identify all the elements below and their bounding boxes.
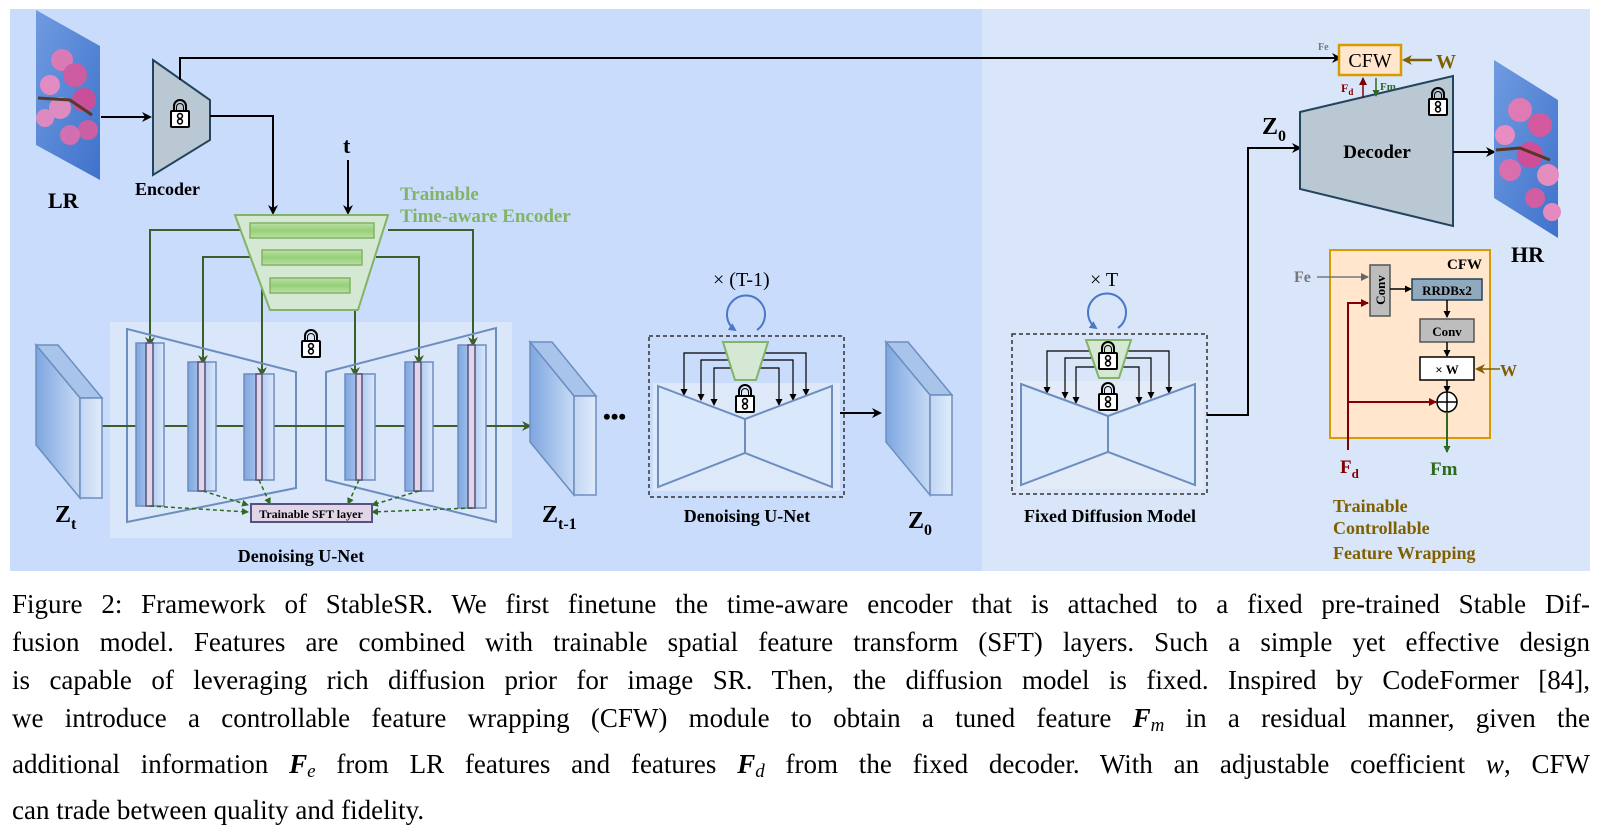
cfw-fm-label: Fm [1380,81,1396,93]
loop-arrow-icon-2 [1087,292,1127,330]
z0-label: Z0 [908,508,932,539]
cfw-caption-line3: Feature Wrapping [1333,543,1476,563]
lr-image [36,10,100,180]
denoising-unet-label: Denoising U-Net [238,546,365,566]
denoising-unet-2-dashed-frame [648,335,845,498]
sft-layer-label: Trainable SFT layer [259,507,363,521]
cfw-caption-line1: Trainable [1333,496,1408,516]
caption-text: from the fixed decoder. With an adjustab… [764,749,1486,779]
fixed-diffusion-label: Fixed Diffusion Model [1024,506,1196,526]
caption-line-6: can trade between quality and fidelity. [12,795,425,825]
loop-arrow-icon [726,294,766,332]
math-f: F [289,749,308,779]
zt-minus-1-label: Zt-1 [542,502,577,533]
zt-label: Zt [55,502,77,533]
loop-t-minus-1-label: × (T-1) [713,269,770,291]
caption-line-3: is capable of leveraging rich diffusion … [12,665,1590,695]
caption-line-5: additional information Fe from LR featur… [12,745,1590,791]
trainable-encoder-label-line2: Time-aware Encoder [400,206,571,227]
sft-layer-box [250,503,373,523]
cfw-times-w-label: × W [1435,362,1458,377]
cfw-conv1-box [1369,264,1391,317]
z0-latent-cube [884,339,954,498]
denoising-unet-2-encoder [721,341,770,381]
sft-dashed-connections [149,479,473,516]
zt-latent-cube [34,342,104,501]
caption-line-2: fusion model. Features are combined with… [12,627,1590,657]
caption-text: additional information [12,749,290,779]
cfw-detail-box [1329,249,1491,439]
time-encoder-layer-3 [269,277,351,294]
caption-line-1: Figure 2: Framework of StableSR. We firs… [12,589,1590,619]
lr-label: LR [48,188,80,213]
math-f: F [737,749,756,779]
cfw-conv1-label: Conv [1373,275,1388,305]
caption-text: from LR features and features [315,749,738,779]
cfw-rrdb-label: RRDBx2 [1422,283,1472,298]
cfw-fe-input-label: Fe [1318,42,1329,53]
math-subscript: e [307,761,316,782]
ellipsis: ••• [603,404,626,429]
cfw-detail-fm-label: Fm [1430,459,1458,480]
encoder-to-cfw-line [179,53,1342,80]
hr-label: HR [1511,242,1545,267]
caption-text: in a residual manner, given the [1164,703,1590,733]
cfw-detail-fd-label: Fd [1340,457,1360,481]
unet-blocks [135,342,487,509]
time-encoder-layer-2 [261,249,363,266]
decoder-block [1299,74,1454,228]
stablesr-framework-diagram: LR Encoder t Trainable Time-aware Encode… [10,9,1590,571]
caption-text: we introduce a controllable feature wrap… [12,703,1133,733]
z0-decoder-input-label: Z0 [1262,114,1286,145]
math-w: w [1485,749,1504,779]
cfw-module-label: CFW [1348,50,1391,72]
math-subscript: m [1150,715,1165,736]
time-encoder-layer-1 [249,222,375,239]
unet-encoder-half [126,327,297,524]
cfw-sum-icon [1436,391,1458,413]
caption-line-4: we introduce a controllable feature wrap… [12,699,1590,745]
zt-minus-1-latent-cube [528,339,598,498]
math-f: F [1132,703,1151,733]
cfw-fd-paths [1347,299,1437,450]
cfw-conv2-label: Conv [1432,324,1462,339]
cfw-detail-title: CFW [1447,257,1482,273]
trainable-encoder-label-line1: Trainable [400,184,479,205]
encoder-to-time-encoder-line [210,115,278,215]
cfw-caption-line2: Controllable [1333,518,1430,538]
cfw-detail-w-label: W [1500,361,1517,380]
timestep-label: t [343,133,351,158]
diffusion-to-decoder-line [1207,143,1302,416]
loop-t-label: × T [1090,269,1118,291]
unet-decoder-half [325,326,497,524]
math-subscript: d [755,761,765,782]
w-input-label: W [1436,51,1456,73]
hr-image [1494,60,1561,238]
caption-text: , CFW [1503,749,1591,779]
figure-caption: Figure 2: Framework of StableSR. We firs… [12,585,1590,829]
decoder-label: Decoder [1343,142,1411,163]
fixed-diffusion-skip-connections [1043,350,1173,404]
cfw-detail-fe-label: Fe [1294,269,1311,286]
unet-container [110,322,512,538]
encoder-label: Encoder [135,179,200,199]
cfw-fd-label: Fd [1341,81,1353,97]
denoising-unet-2-label: Denoising U-Net [684,506,811,526]
cfw-module-box [1337,43,1403,77]
